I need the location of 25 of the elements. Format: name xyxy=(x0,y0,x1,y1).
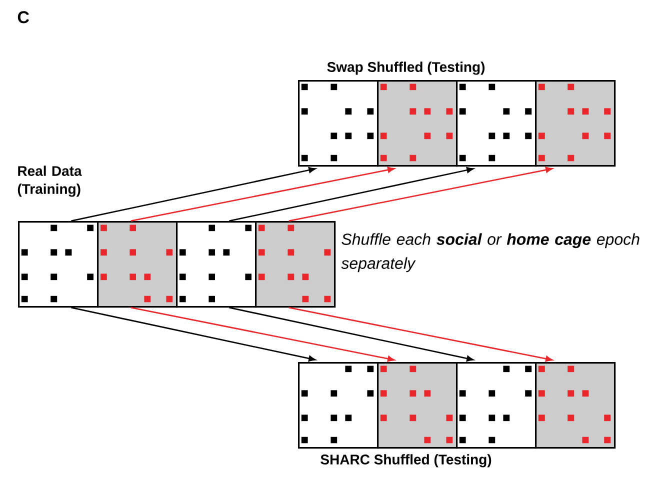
grid-box xyxy=(535,80,616,167)
grid-box xyxy=(535,362,616,449)
row-heading: SHARC Shuffled (Testing) xyxy=(320,454,492,468)
arrow xyxy=(71,306,316,362)
arrow xyxy=(288,166,553,222)
arrow xyxy=(71,167,316,222)
row-heading: Swap Shuffled (Testing) xyxy=(327,62,485,75)
grid-box xyxy=(377,362,458,449)
arrow xyxy=(229,306,474,362)
grid-box xyxy=(298,362,379,449)
row-heading: Real Data (Training) xyxy=(18,166,82,197)
grid-box xyxy=(176,220,257,308)
annotation-text: Shuffle each social or home cage epoch separately xyxy=(341,233,640,272)
panel-letter: C xyxy=(18,11,30,24)
arrow xyxy=(130,306,395,362)
arrow xyxy=(229,167,474,222)
grid-box xyxy=(456,80,537,167)
grid-box xyxy=(456,362,537,449)
grid-box xyxy=(255,220,336,308)
grid-box xyxy=(377,80,458,167)
arrow xyxy=(288,306,553,362)
grid-box xyxy=(97,220,178,308)
arrow xyxy=(130,166,395,222)
grid-box xyxy=(18,220,99,308)
grid-box xyxy=(298,80,379,167)
